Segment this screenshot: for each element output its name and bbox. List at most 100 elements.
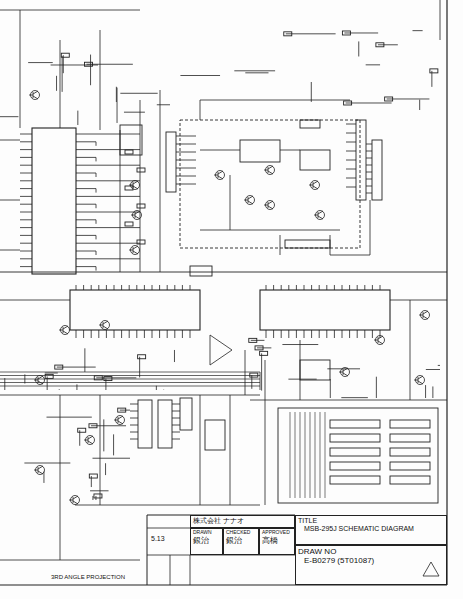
wire [300,412,301,498]
wire [76,330,77,338]
wire [147,515,148,585]
component-outline [390,462,430,470]
wire [56,76,57,91]
wire [103,419,104,451]
wire [20,134,32,135]
wire [20,212,32,213]
wire [147,555,190,556]
projection-note: 3RD ANGLE PROJECTION [50,574,126,580]
wire [310,412,311,498]
wire [0,386,260,387]
wire [120,410,130,411]
wire [76,251,96,252]
wire [419,315,423,316]
wire [418,381,423,384]
wire [330,379,331,398]
wire [144,330,145,338]
component-outline [300,360,330,380]
wire [423,311,428,314]
wire [264,170,268,171]
wire [343,373,348,376]
title-block-cell: DRAW NOE-B0279 (5T01087) [295,545,447,585]
wire [366,179,372,180]
wire [60,395,61,505]
wire [374,340,378,341]
wire [131,215,135,216]
wire [20,243,32,244]
component-outline [125,150,133,154]
wire [266,330,267,338]
title-block-cell: APPROVED高橋 [259,528,295,555]
wire [190,285,191,290]
component-outline [390,434,430,442]
wire [92,458,130,459]
component-outline [137,240,145,244]
wire [265,360,266,505]
wire [86,64,132,65]
wire [286,33,336,34]
wire [63,55,64,73]
wire [76,173,96,174]
wire [90,490,108,491]
wire [182,285,183,290]
component-outline [32,128,76,274]
wire [135,211,140,214]
wire [129,250,133,251]
wire [182,330,183,338]
wire [163,389,164,390]
wire [91,425,126,426]
component-outline [260,290,390,330]
wire [313,181,318,184]
wire [76,384,77,390]
wire [133,186,138,189]
wire [257,347,271,348]
wire [268,201,273,204]
wire [176,144,196,145]
component-outline [104,377,112,381]
wire [0,395,260,396]
component-outline [300,150,330,170]
wire [160,90,161,272]
wire [172,411,180,412]
wire [76,204,96,205]
wire [318,211,323,214]
wire [0,372,260,373]
component-outline [376,43,384,47]
wire [60,505,61,560]
wire [200,100,350,101]
revision-triangle [423,562,439,576]
wire [346,151,356,152]
wire [423,316,428,319]
wire [438,365,440,366]
wire [76,149,96,150]
component-outline [372,140,382,200]
wire [218,176,223,179]
wire [426,369,440,370]
amplifier-symbol [210,335,232,365]
wire [218,171,223,174]
wire [170,555,171,585]
wire [152,330,153,338]
wire [280,150,300,151]
wire [76,266,96,267]
component-outline [240,140,280,162]
wire [413,30,423,31]
component-outline [190,266,212,276]
wire [63,326,68,329]
wire [425,385,426,398]
wire [273,330,274,338]
wire [34,380,38,381]
wire [174,350,175,362]
component-outline [430,69,438,73]
component-outline [118,408,126,412]
wire [69,500,73,501]
wire [106,330,107,338]
wire [129,185,133,186]
wire [157,104,170,105]
wire [325,412,326,498]
wire [341,397,368,398]
wire [83,330,84,338]
wire [76,219,96,220]
wire [330,255,370,256]
